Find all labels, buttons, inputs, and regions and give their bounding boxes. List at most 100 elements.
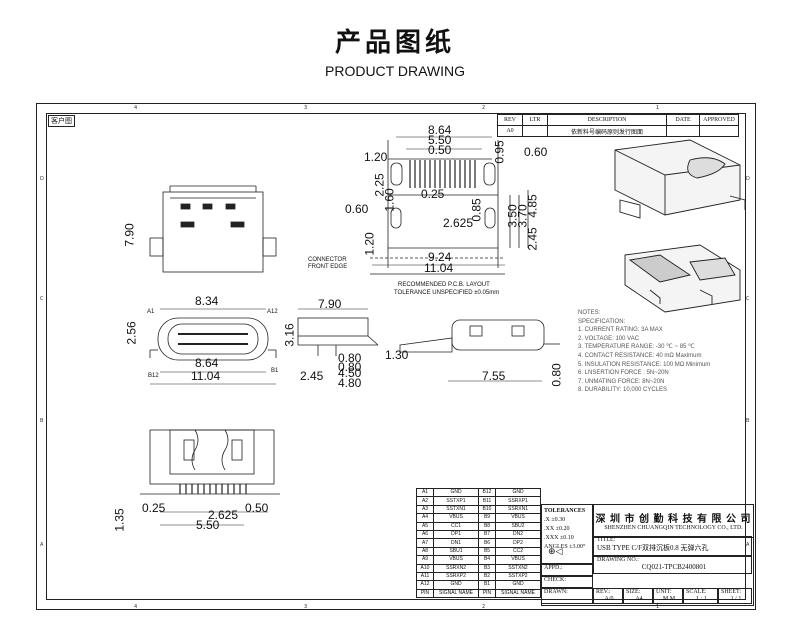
zone-right-a: A [746,542,750,548]
pin-id: A10 [416,563,434,573]
scale-value: 1 : 1 [696,596,707,602]
zone-left-c: C [40,296,44,302]
pin-signal: DN1 [433,538,479,548]
dim-side-0-80-a: 0.80 [338,351,362,365]
dim-top-2-45: 2.45 [525,227,540,251]
rear-view [399,319,560,353]
dim-top-5-50: 5.50 [428,133,452,147]
pin-id: B3 [478,563,496,573]
page-title-cn: 产品图纸 [334,28,455,58]
zone-bottom-2: 2 [482,604,486,610]
size-box: SIZE: A4 [623,588,653,604]
tolerance-row: .XX ±0.20 [544,526,570,532]
connector-front-edge-label: CONNECTOR FRONT EDGE [308,257,348,270]
note-line: 4. CONTACT RESISTANCE: 40 mΩ Maximum [578,352,702,359]
dim-left-7-90: 7.90 [122,223,137,247]
dim-top-0-25: 0.25 [421,187,445,201]
dim-top-0-60-right: 0.60 [524,145,548,159]
pin-signal: VBUS [433,513,479,523]
dim-top-1-60: 1.60 [382,188,397,212]
pin-id: A1 [416,487,434,498]
pin-id: B11 [478,496,496,506]
dim-pcb-1-35: 1.35 [112,508,127,532]
pin-signal: SSRXP2 [433,571,479,582]
sheet-value: 1 / 1 [730,596,742,602]
drawn-box: DRAWN: [541,588,593,604]
drawn-label: DRAWN: [544,589,568,595]
dim-pcb-0-50: 0.50 [245,501,269,515]
dim-side-1-30: 1.30 [385,348,409,362]
pin-id: A5 [416,521,434,531]
front-view [149,317,277,361]
pin-signal: GND [433,487,479,498]
appd-label: APPD.: [544,565,563,571]
tolerance-caption: TOLERANCE UNSPECIFIED ±0.05mm [394,290,500,296]
unit-label: UNIT: [656,589,672,595]
pin-footer-pin: PIN [416,588,434,599]
pin-id: B1 [478,580,496,590]
side-view [297,317,379,356]
page-title-en: PRODUCT DRAWING [325,63,465,79]
title-value: USB TYPE C/F双排沉板0.8 无弹六孔 [597,544,709,552]
specification-notes: NOTES:SPECIFICATION:1. CURRENT RATING: 3… [578,309,710,395]
rev-cell-approved [699,125,739,137]
pin-id: A8 [416,546,434,557]
pin-signal: SBU2 [495,521,541,531]
pin-signal: VBUS [433,555,479,565]
rev-label: REV.: [596,589,611,595]
dim-pcb-2-625: 2.625 [208,508,239,522]
bottom-view [140,429,280,495]
company-name-en: SHENZHEN CHUANGQIN TECHNOLOGY CO., LTD. [604,525,743,531]
pin-signal: SSRXN2 [433,563,479,573]
dim-rear-7-55: 7.55 [482,369,506,383]
pin-signal: CC2 [495,546,541,557]
pin-signal: DP1 [433,529,479,540]
zone-right-d: D [746,176,750,182]
tolerance-row: .X ±0.30 [544,517,566,523]
dim-side-3-16: 3.16 [282,323,297,347]
pin-footer-pin: PIN [478,588,496,599]
zone-left-d: D [40,176,44,182]
note-line: NOTES: [578,310,601,316]
label-b12: B12 [148,373,159,379]
pin-id: B6 [478,538,496,548]
dim-side-0-80-b: 0.80 [338,360,362,374]
note-line: 1. CURRENT RATING: 3A MAX [578,327,663,334]
dim-pcb-5-50: 5.50 [196,518,220,532]
iso-render-bottom [624,244,741,313]
pin-signal: SSRXN1 [495,504,541,515]
pin-signal: VBUS [495,513,541,523]
pin-id: A3 [416,504,434,515]
pin-signal: DN2 [495,529,541,540]
zone-top-2: 2 [482,105,486,111]
dim-side-7-90: 7.90 [318,297,342,311]
zone-top-1: 1 [656,105,660,111]
dim-top-0-50: 0.50 [428,143,452,157]
pin-id: A9 [416,555,434,565]
tolerance-row: .XXX ±0.10 [544,535,574,541]
pin-signal: SSRXP1 [495,496,541,506]
tolerances-box: TOLERANCES .X ±0.30 .XX ±0.20 .XXX ±0.10… [541,504,593,564]
zone-bottom-4: 4 [134,604,138,610]
pin-signal: DP2 [495,538,541,548]
check-box: CHECK: [541,576,593,588]
pin-signal: SSTXP2 [495,571,541,582]
dim-top-8-64: 8.64 [428,123,452,137]
pin-id: B2 [478,571,496,582]
dim-top-1-20-vertical: 1.20 [362,232,377,256]
pin-signal: SBU1 [433,546,479,557]
zone-bottom-3: 3 [304,604,308,610]
note-line: 3. TEMPERATURE RANGE: -30 ℃ ~ 85 ℃ [578,344,695,351]
client-drawing-tag: 客户图 [48,115,75,127]
note-line: 7. UNMATING FORCE: 8N~20N [578,378,665,385]
appd-box: APPD.: [541,564,593,576]
pin-signal: SSTXP1 [433,496,479,506]
